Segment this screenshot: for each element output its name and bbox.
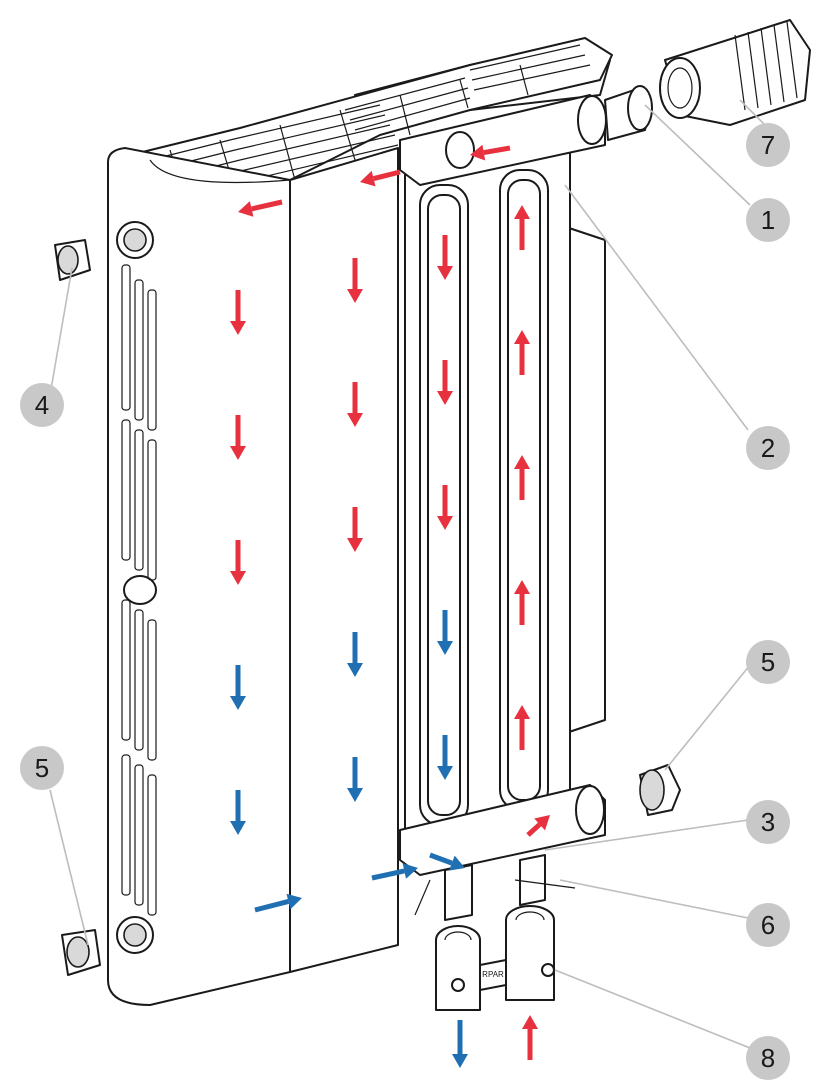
svg-text:2: 2 [761, 433, 775, 463]
arrow-c2-4 [514, 580, 530, 625]
bottom-valve: RPAR [435, 905, 555, 1011]
arrow-bottom-3 [254, 893, 302, 913]
arrow-c2-5 [514, 705, 530, 750]
arrow-s2-4 [347, 632, 363, 677]
arrow-s1-2 [230, 415, 246, 460]
callout-5-right: 5 [746, 640, 790, 684]
callout-5-left: 5 [20, 746, 64, 790]
plug-bottom-left [61, 929, 101, 976]
arrow-outlet [452, 1020, 468, 1068]
svg-text:7: 7 [761, 130, 775, 160]
arrow-c2-2 [514, 330, 530, 375]
plug-top-left [54, 239, 91, 281]
svg-text:5: 5 [35, 753, 49, 783]
arrow-inlet [522, 1015, 538, 1060]
valve-brand-label: RPAR [482, 970, 504, 979]
callout-7: 7 [746, 123, 790, 167]
callout-1: 1 [746, 198, 790, 242]
arrow-s2-1 [347, 258, 363, 303]
arrow-s1-4 [230, 665, 246, 710]
svg-text:8: 8 [761, 1043, 775, 1073]
top-collector-pipe [399, 85, 653, 186]
arrow-c1-4 [437, 610, 453, 655]
arrow-s1-5 [230, 790, 246, 835]
callout-2: 2 [746, 426, 790, 470]
arrow-top-1 [470, 144, 511, 161]
svg-text:1: 1 [761, 205, 775, 235]
leader-lines [49, 99, 766, 1051]
plug-right [639, 764, 681, 816]
arrow-top-3 [238, 199, 283, 217]
arrow-c1-2 [437, 360, 453, 405]
callout-6: 6 [746, 903, 790, 947]
arrow-c1-1 [437, 235, 453, 280]
arrow-bottom-2 [371, 863, 418, 881]
callout-4: 4 [20, 383, 64, 427]
arrow-bottom-1 [429, 852, 465, 871]
arrow-c1-3 [437, 485, 453, 530]
svg-text:3: 3 [761, 807, 775, 837]
radiator-middle-section [289, 147, 399, 973]
bottom-collector-pipe [399, 784, 606, 921]
svg-text:6: 6 [761, 910, 775, 940]
arrow-s2-3 [347, 507, 363, 552]
arrow-s2-5 [347, 757, 363, 802]
arrow-top-2 [360, 169, 401, 187]
arrow-s1-1 [230, 290, 246, 335]
steel-core-frame [404, 149, 571, 831]
callout-8: 8 [746, 1036, 790, 1080]
svg-text:4: 4 [35, 390, 49, 420]
arrow-s2-2 [347, 382, 363, 427]
arrow-c1-5 [437, 735, 453, 780]
arrow-c2-1 [514, 205, 530, 250]
callout-3: 3 [746, 800, 790, 844]
arrow-s1-3 [230, 540, 246, 585]
svg-text:5: 5 [761, 647, 775, 677]
flow-arrows [230, 144, 550, 1068]
arrow-c2-3 [514, 455, 530, 500]
thermostatic-head [659, 19, 811, 126]
arrow-bottom-up [526, 815, 550, 837]
radiator-front-section [107, 147, 291, 1006]
